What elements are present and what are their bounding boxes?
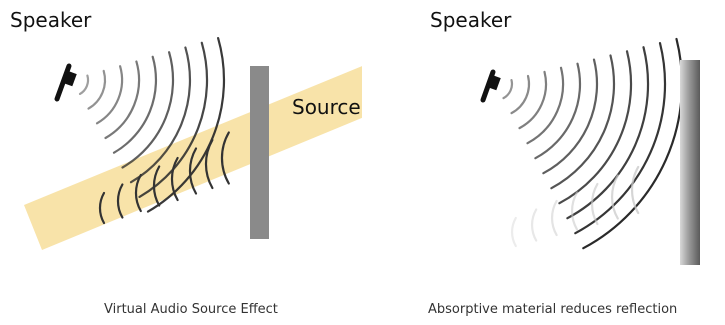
sound-wave-arc: [104, 60, 141, 140]
sound-wave-arc: [98, 191, 106, 225]
sound-wave-arc: [570, 191, 579, 231]
sound-wave-arc: [121, 51, 175, 169]
sound-wave-arc: [558, 50, 633, 205]
sound-wave-arc: [526, 66, 565, 145]
sound-wave-arc: [95, 65, 124, 125]
absorptive-panel: Speaker Absorptive material reduces refl…: [362, 0, 725, 325]
virtual-source-diagram: Source: [24, 37, 362, 250]
virtual-source-band: [24, 66, 362, 250]
sound-wave-arc: [502, 79, 514, 100]
sound-wave-arc: [518, 70, 548, 130]
sound-wave-arc: [590, 182, 599, 226]
sound-wave-arc: [112, 55, 158, 154]
sound-wave-arc: [611, 174, 619, 220]
outgoing-sound-waves: [78, 37, 226, 213]
speaker-heading: Speaker: [430, 8, 512, 32]
absorption-diagram: [480, 37, 700, 265]
source-label: Source: [292, 95, 361, 119]
sound-wave-arc: [78, 74, 90, 95]
absorptive-wall: [680, 60, 700, 265]
sound-wave-arc: [204, 138, 214, 190]
sound-wave-arc: [116, 183, 124, 219]
sound-wave-arc: [188, 147, 198, 195]
sound-wave-arc: [574, 42, 667, 235]
sound-wave-arc: [170, 156, 179, 202]
speaker-heading: Speaker: [10, 8, 92, 32]
sound-wave-arc: [534, 62, 582, 160]
speaker-icon: [480, 69, 501, 103]
sound-wave-arc: [566, 46, 650, 220]
virtual-source-panel: Speaker Source Virtual Audio Source Effe…: [0, 0, 362, 325]
sound-wave-arc: [134, 173, 142, 213]
sound-wave-arc: [550, 199, 558, 237]
sound-wave-arc: [511, 216, 517, 248]
speaker-icon: [54, 63, 77, 102]
virtual-source-caption: Virtual Audio Source Effect: [104, 302, 278, 317]
sound-wave-arc: [220, 131, 230, 185]
sound-wave-arc: [510, 74, 531, 115]
sound-wave-arc: [542, 58, 599, 175]
sound-wave-arc: [152, 165, 161, 207]
sound-wave-arc: [146, 37, 226, 213]
sound-wave-arc: [531, 208, 538, 242]
wall: [250, 66, 269, 239]
sound-wave-arc: [631, 165, 640, 215]
reflected-sound-waves: [98, 131, 230, 225]
sound-wave-arc: [550, 54, 616, 190]
outgoing-sound-waves: [502, 37, 684, 250]
faded-reflected-waves: [511, 165, 640, 248]
sound-wave-arc: [138, 41, 209, 198]
absorptive-caption: Absorptive material reduces reflection: [428, 302, 678, 317]
sound-wave-arc: [87, 69, 107, 110]
sound-wave-arc: [129, 46, 192, 184]
